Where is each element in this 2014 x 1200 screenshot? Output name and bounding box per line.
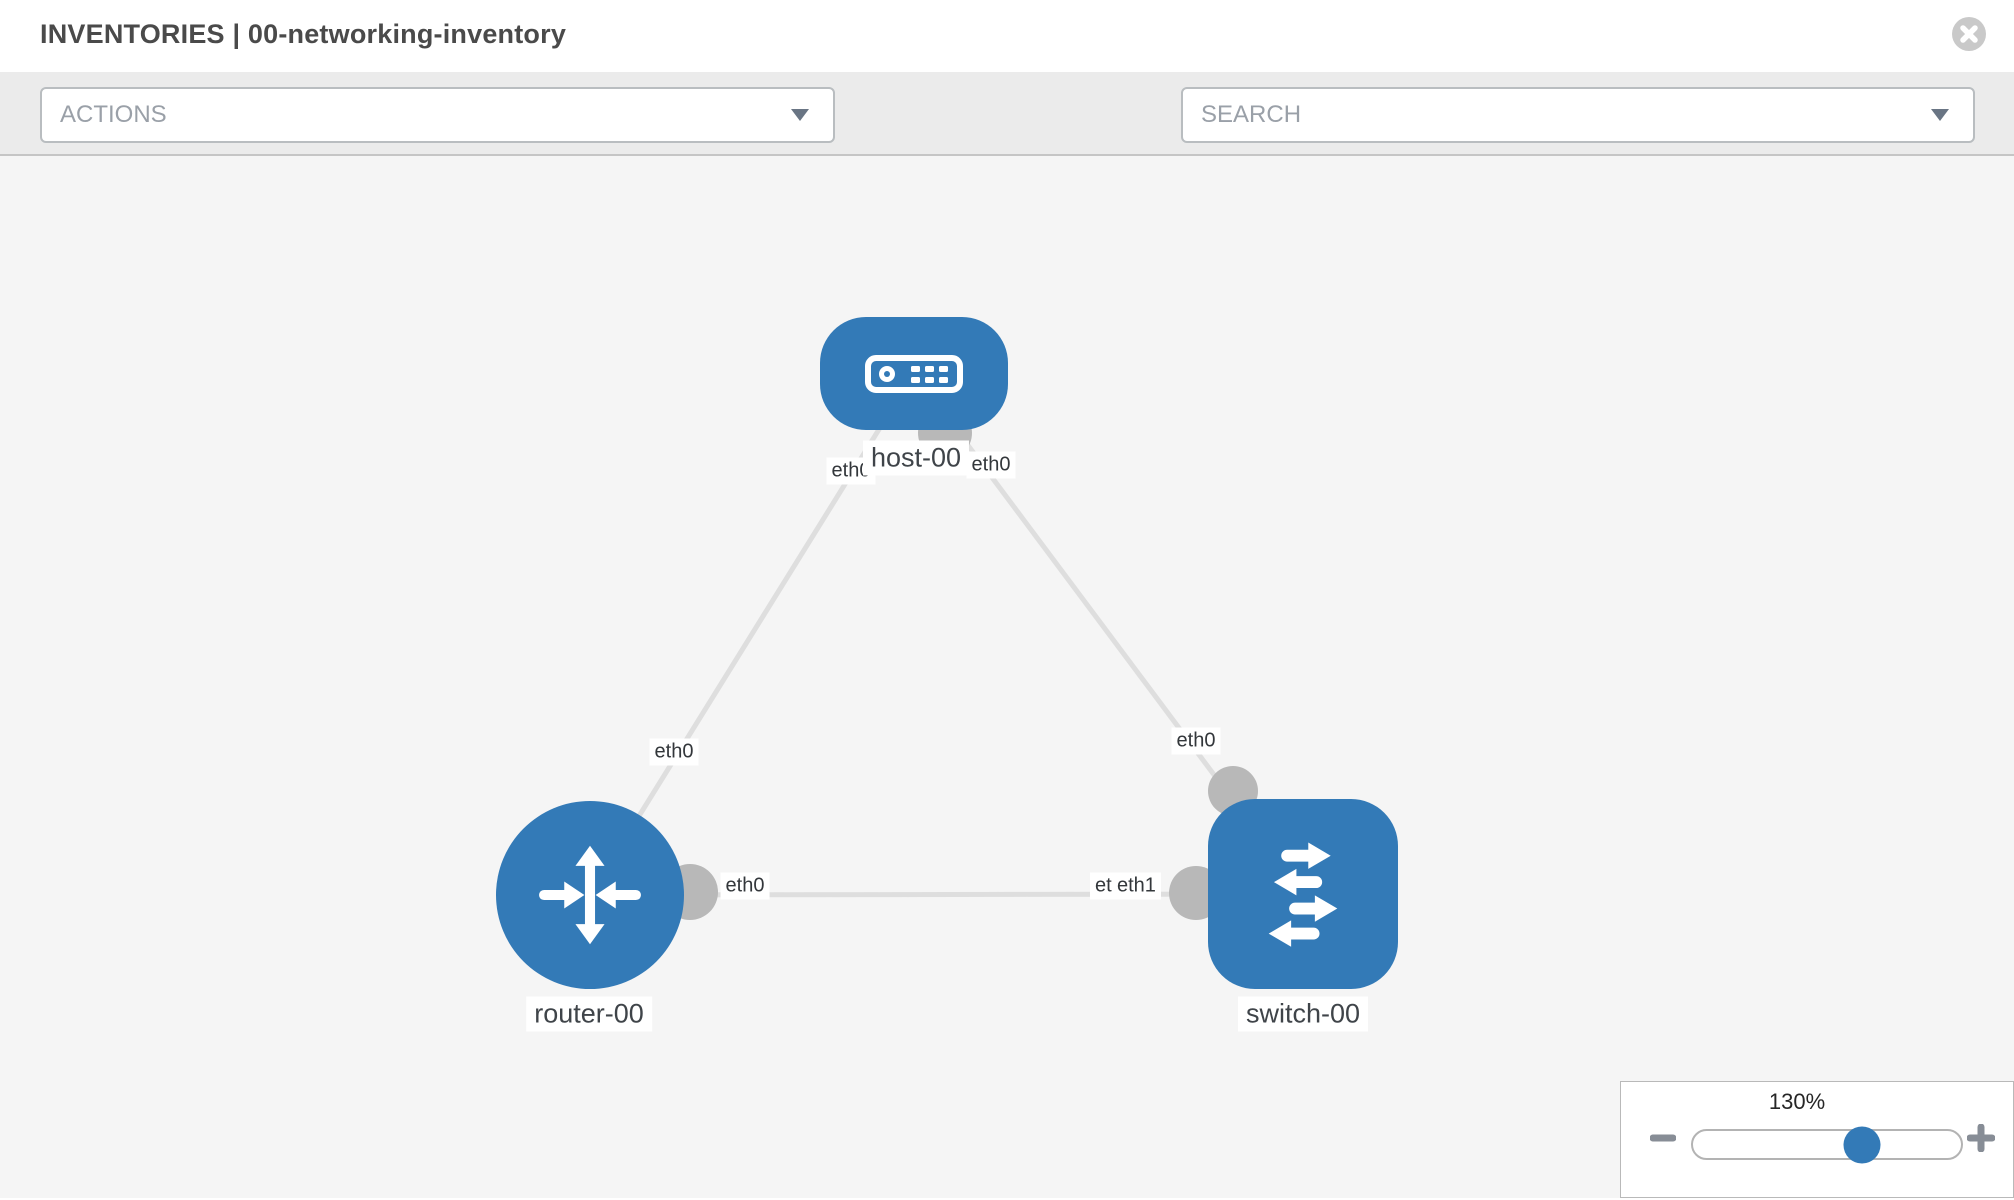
zoom-slider-knob[interactable] bbox=[1843, 1126, 1881, 1163]
search-input[interactable] bbox=[1183, 89, 1973, 141]
topology-canvas[interactable]: eth0 eth0 eth0 eth0 eth0 eth0 eth1 host-… bbox=[0, 156, 2014, 1198]
node-router-00[interactable] bbox=[496, 801, 684, 989]
actions-dropdown[interactable]: ACTIONS bbox=[40, 87, 835, 143]
router-arrows-icon bbox=[539, 845, 641, 945]
zoom-out-button[interactable] bbox=[1645, 1120, 1681, 1156]
zoom-in-button[interactable] bbox=[1963, 1120, 1999, 1156]
zoom-level-value: 130% bbox=[1768, 1089, 1826, 1114]
toolbar: ACTIONS bbox=[0, 72, 2014, 204]
zoom-slider[interactable] bbox=[1691, 1126, 1963, 1163]
actions-dropdown-label: ACTIONS bbox=[60, 101, 167, 128]
node-host-00[interactable] bbox=[820, 317, 1008, 430]
node-switch-00[interactable] bbox=[1208, 799, 1398, 989]
minus-icon bbox=[1650, 1134, 1676, 1142]
switch-arrows-icon bbox=[1268, 842, 1338, 947]
close-icon bbox=[1960, 25, 1978, 43]
page-title: INVENTORIES | 00-networking-inventory bbox=[40, 19, 567, 49]
iface-label: eth0 bbox=[1171, 727, 1221, 755]
node-label-host: host-00 bbox=[862, 440, 970, 476]
chevron-down-icon bbox=[791, 109, 809, 121]
zoom-panel: 130% bbox=[1620, 1081, 2014, 1198]
chevron-down-icon bbox=[1931, 109, 1949, 121]
iface-label: eth1 bbox=[1112, 872, 1161, 900]
page-header: INVENTORIES | 00-networking-inventory bbox=[0, 0, 2014, 72]
iface-label: eth0 bbox=[649, 738, 699, 766]
node-label-switch: switch-00 bbox=[1237, 996, 1369, 1032]
iface-label: eth0 bbox=[720, 872, 770, 900]
links-layer bbox=[587, 371, 1306, 920]
node-label-router: router-00 bbox=[526, 996, 652, 1032]
plus-icon bbox=[1967, 1124, 1995, 1152]
search-box bbox=[1181, 87, 1975, 143]
close-button[interactable] bbox=[1952, 17, 1986, 51]
iface-label: eth0 bbox=[966, 451, 1016, 479]
host-device-icon bbox=[865, 354, 963, 393]
